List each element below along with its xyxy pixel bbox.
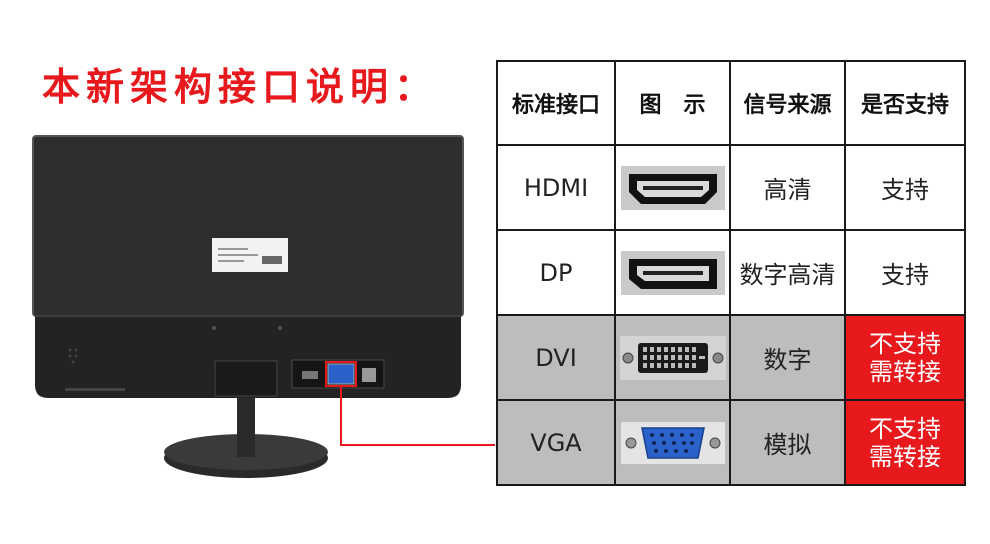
support-status: 不支持 需转接 (844, 314, 966, 401)
table-row: DVI 数字 不支持 需转接 (496, 314, 966, 401)
header-illustration: 图 示 (614, 60, 731, 146)
port-name: DP (496, 229, 616, 316)
signal-source: 数字 (729, 314, 846, 401)
connector-cell (614, 314, 731, 401)
table-header-row: 标准接口 图 示 信号来源 是否支持 (496, 60, 966, 146)
interface-table: 标准接口 图 示 信号来源 是否支持 HDMI 高清 支持 DP 数 (496, 60, 966, 486)
connector-cell (614, 229, 731, 316)
signal-source: 高清 (729, 144, 846, 231)
port-name: VGA (496, 399, 616, 486)
table-row: DP 数字高清 支持 (496, 229, 966, 316)
vga-connector-icon (619, 420, 726, 465)
signal-source: 模拟 (729, 399, 846, 486)
hdmi-connector-icon (620, 165, 725, 210)
support-status: 支持 (844, 144, 966, 231)
support-status: 不支持 需转接 (844, 399, 966, 486)
table-row: VGA 模拟 不支持 需转接 (496, 399, 966, 486)
connector-cell (614, 144, 731, 231)
page-title: 本新架构接口说明： (42, 65, 439, 109)
displayport-connector-icon (620, 250, 725, 295)
port-name: DVI (496, 314, 616, 401)
header-supported: 是否支持 (844, 60, 966, 146)
port-name: HDMI (496, 144, 616, 231)
dvi-connector-icon (619, 335, 726, 380)
connector-cell (614, 399, 731, 486)
support-status: 支持 (844, 229, 966, 316)
header-signal-source: 信号来源 (729, 60, 846, 146)
monitor-back-illustration (32, 135, 495, 478)
signal-source: 数字高清 (729, 229, 846, 316)
table-row: HDMI 高清 支持 (496, 144, 966, 231)
header-standard-port: 标准接口 (496, 60, 616, 146)
